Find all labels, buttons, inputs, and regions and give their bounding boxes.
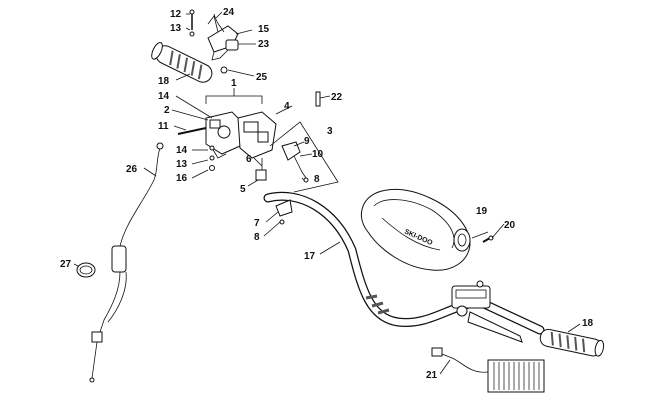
cable-ring	[76, 262, 96, 278]
callout-3: 3	[327, 126, 333, 137]
callout-23: 23	[258, 39, 270, 50]
callout-5: 5	[240, 184, 246, 195]
callout-12: 12	[170, 9, 182, 20]
handlebar-pad: SKI-DOO	[360, 188, 471, 271]
callout-7: 7	[254, 218, 260, 229]
callout-15: 15	[258, 24, 270, 35]
callout-18b: 18	[582, 318, 594, 329]
callout-10: 10	[312, 149, 324, 160]
callout-25: 25	[256, 72, 268, 83]
callout-26: 26	[126, 164, 138, 175]
left-switch-housing	[177, 111, 245, 171]
callout-14b: 14	[176, 145, 188, 156]
callout-13b: 13	[176, 159, 188, 170]
callout-6: 6	[246, 154, 252, 165]
callout-8a: 8	[314, 174, 320, 185]
callout-21: 21	[426, 370, 438, 381]
throttle-cable	[89, 142, 164, 383]
throttle-lever-assembly	[189, 9, 239, 74]
pad-screw	[482, 235, 494, 243]
callout-22: 22	[331, 92, 343, 103]
right-grip	[539, 328, 605, 357]
leader-lines	[73, 11, 581, 375]
callout-16: 16	[176, 173, 188, 184]
callout-17: 17	[304, 251, 316, 262]
pin-22	[315, 91, 321, 107]
right-switch-housing	[237, 111, 277, 181]
brake-lever-assembly	[451, 280, 523, 343]
callout-13: 13	[170, 23, 182, 34]
left-grip	[151, 42, 213, 83]
callout-24: 24	[223, 7, 235, 18]
callout-27: 27	[60, 259, 72, 270]
callout-18: 18	[158, 76, 170, 87]
callout-labels: 12 13 24 15 23 25 18 1 14 2 11 4 22 3 9 …	[60, 7, 594, 381]
callout-4: 4	[284, 101, 290, 112]
grip-heating-element	[431, 347, 545, 393]
hood-switch	[281, 141, 309, 183]
callout-19: 19	[476, 206, 488, 217]
handlebar	[263, 191, 545, 335]
callout-8b: 8	[254, 232, 260, 243]
cable-clamp	[275, 199, 293, 225]
callout-20: 20	[504, 220, 516, 231]
callout-11: 11	[158, 121, 169, 132]
callout-1: 1	[231, 78, 237, 89]
callout-14: 14	[158, 91, 170, 102]
callout-9: 9	[304, 136, 310, 147]
callout-2: 2	[164, 105, 170, 116]
